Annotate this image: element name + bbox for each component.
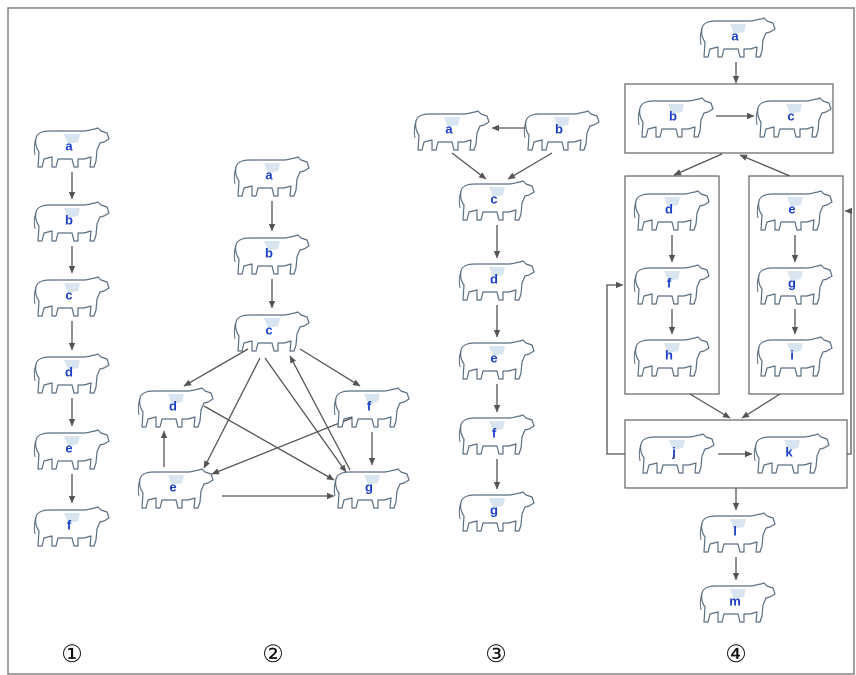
- cow-label: d: [490, 272, 498, 287]
- cow-icon: [33, 506, 110, 547]
- panel-number-3: ③: [485, 640, 507, 668]
- cow-node-panel2-c: c: [233, 311, 310, 352]
- cow-label: j: [671, 445, 676, 460]
- arrow-p2-c-d: [183, 348, 249, 387]
- cow-label: e: [490, 351, 497, 366]
- cow-label: a: [731, 29, 739, 44]
- arrow-p4-loop-left: [606, 281, 625, 455]
- cow-node-panel2-e: e: [137, 468, 214, 509]
- arrow-p2-c-e: [203, 357, 261, 469]
- cow-node-panel1-b: b: [33, 201, 110, 242]
- cow-node-panel3-a: a: [413, 110, 490, 151]
- cow-node-panel2-g: g: [333, 468, 410, 509]
- cow-label: a: [445, 122, 453, 137]
- cow-node-panel4-i: i: [756, 336, 833, 377]
- cow-icon: [633, 264, 710, 305]
- cow-node-panel3-f: f: [458, 414, 535, 455]
- cow-label: f: [667, 276, 672, 291]
- cow-node-panel4-c: c: [755, 97, 832, 138]
- cow-node-panel2-b: b: [233, 234, 310, 275]
- cow-node-panel4-d: d: [633, 190, 710, 231]
- cow-label: g: [788, 276, 796, 291]
- cow-icon: [756, 336, 833, 377]
- cow-node-panel3-d: d: [458, 260, 535, 301]
- cow-label: e: [788, 202, 795, 217]
- cow-node-panel4-f: f: [633, 264, 710, 305]
- cow-label: e: [65, 441, 72, 456]
- cow-node-panel4-g: g: [756, 264, 833, 305]
- cow-node-panel4-l: l: [699, 512, 776, 553]
- cow-label: e: [169, 480, 176, 495]
- panel-number-4: ④: [725, 640, 747, 668]
- arrow-p4-loop-right: [844, 207, 852, 455]
- cow-node-panel1-e: e: [33, 429, 110, 470]
- arrow-p4-e-bc: [739, 154, 791, 177]
- cow-node-panel2-f: f: [333, 387, 410, 428]
- cow-label: b: [555, 122, 563, 137]
- cow-label: g: [490, 503, 498, 518]
- cow-node-panel4-b: b: [637, 97, 714, 138]
- cow-node-panel4-a: a: [699, 17, 776, 58]
- cow-label: a: [65, 139, 73, 154]
- arrow-p2-c-f: [299, 348, 361, 387]
- panel-number-2: ②: [262, 640, 284, 668]
- cow-label: d: [169, 399, 177, 414]
- arrow-p3-b-c: [507, 152, 553, 180]
- arrow-p4-bc-d: [673, 153, 723, 176]
- arrow-p2-d-g: [203, 405, 335, 481]
- cow-label: f: [367, 399, 372, 414]
- arrow-p2-f-e: [211, 417, 353, 475]
- cow-icon: [458, 414, 535, 455]
- nodes-layer: a b c d e f a b c d e f g a b c d e f g a b c d f h e g i j k l m: [33, 17, 833, 623]
- cow-node-panel4-j: j: [638, 433, 715, 474]
- cow-node-panel3-c: c: [458, 180, 535, 221]
- cow-icon: [699, 512, 776, 553]
- cow-node-panel1-d: d: [33, 353, 110, 394]
- group-box-e-g-i: [748, 175, 844, 395]
- cow-label: i: [790, 348, 794, 363]
- cow-node-panel2-d: d: [137, 387, 214, 428]
- arrow-p4-egi-jk: [741, 393, 781, 419]
- cow-label: b: [265, 246, 273, 261]
- cow-node-panel2-a: a: [233, 156, 310, 197]
- cow-icon: [638, 433, 715, 474]
- cow-label: b: [669, 109, 677, 124]
- cow-label: d: [65, 365, 73, 380]
- cow-label: f: [492, 426, 497, 441]
- cow-node-panel1-a: a: [33, 127, 110, 168]
- outer-frame: [7, 7, 855, 675]
- cow-label: l: [733, 524, 737, 539]
- cow-label: k: [785, 445, 793, 460]
- arrows-layer: [68, 62, 852, 581]
- group-box-b-c: [624, 83, 834, 154]
- cow-node-panel3-g: g: [458, 491, 535, 532]
- cow-node-panel1-c: c: [33, 276, 110, 317]
- cow-node-panel3-b: b: [523, 110, 600, 151]
- cow-label: h: [665, 348, 673, 363]
- cow-label: c: [265, 323, 272, 338]
- arrow-p4-dfh-jk: [689, 393, 731, 419]
- panel-number-1: ①: [61, 640, 83, 668]
- cow-label: f: [67, 518, 72, 533]
- cow-label: c: [787, 109, 794, 124]
- cow-node-panel4-h: h: [633, 336, 710, 377]
- arrow-p2-c-g: [264, 357, 347, 473]
- group-box-d-f-h: [624, 175, 720, 395]
- cow-label: g: [365, 480, 373, 495]
- cow-node-panel1-f: f: [33, 506, 110, 547]
- cow-label: d: [665, 202, 673, 217]
- cow-label: a: [265, 168, 273, 183]
- cow-label: c: [65, 288, 72, 303]
- arrow-p2-e-c: [289, 355, 351, 471]
- cow-label: c: [490, 192, 497, 207]
- cow-node-panel4-e: e: [756, 190, 833, 231]
- cow-label: b: [65, 213, 73, 228]
- cow-label: m: [729, 594, 741, 609]
- cow-node-panel4-m: m: [699, 582, 776, 623]
- cow-node-panel3-e: e: [458, 339, 535, 380]
- arrow-p3-a-c: [451, 152, 487, 180]
- cow-node-panel4-k: k: [753, 433, 830, 474]
